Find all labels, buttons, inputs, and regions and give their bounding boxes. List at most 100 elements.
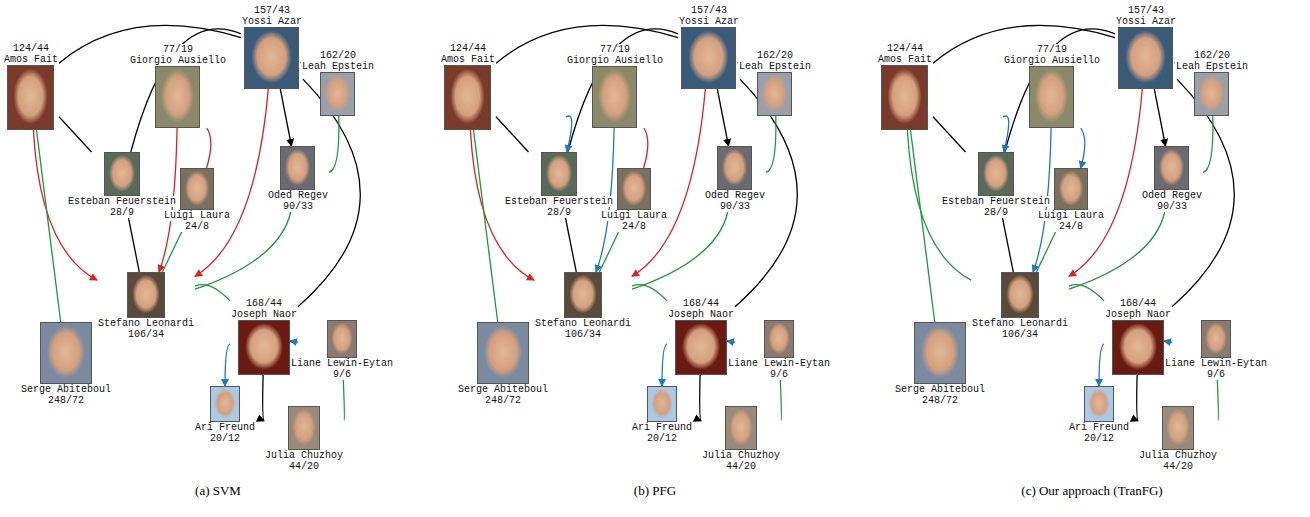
person-name: Serge Abiteboul: [457, 384, 549, 395]
person-name: Liane Lewin-Eytan: [290, 358, 394, 369]
person-name: Esteban Feuerstein: [67, 196, 177, 207]
person-node: 168/44Joseph Naor: [667, 298, 735, 375]
person-node: 162/20Leah Epstein: [1175, 50, 1249, 116]
paper-count: 106/34: [564, 329, 602, 340]
paper-count: 9/6: [332, 369, 352, 380]
relation-connector: [474, 130, 498, 322]
person-name: Luigi Laura: [600, 210, 668, 221]
paper-count: 44/20: [1162, 461, 1194, 472]
person-node: Julia Chuzhoy44/20: [1138, 406, 1218, 472]
relation-connector: [1217, 380, 1218, 421]
relation-connector: [37, 130, 61, 322]
relation-connector: [162, 232, 181, 272]
paper-count: 248/72: [47, 395, 85, 406]
person-name: Liane Lewin-Eytan: [1164, 358, 1268, 369]
person-node: 124/44Amos Fait: [440, 43, 496, 130]
person-name: Serge Abiteboul: [20, 384, 112, 395]
person-node: Stefano Leonardi106/34: [534, 272, 632, 340]
paper-count: 28/9: [109, 207, 135, 218]
panel-caption: (a) SVM: [195, 483, 241, 498]
person-name: Amos Fait: [440, 54, 496, 65]
person-name: Leah Epstein: [738, 61, 812, 72]
relation-connector: [1154, 89, 1165, 146]
portrait-photo: [764, 320, 794, 358]
relation-connector: [1099, 344, 1104, 386]
person-name: Stefano Leonardi: [971, 318, 1069, 329]
person-name: Giorgio Ausiello: [129, 55, 227, 66]
person-node: Esteban Feuerstein28/9: [67, 152, 177, 218]
relation-connector: [568, 29, 678, 152]
relation-connector: [263, 375, 264, 421]
portrait-photo: [244, 27, 299, 89]
paper-count: 20/12: [1083, 433, 1115, 444]
person-name: Esteban Feuerstein: [941, 196, 1051, 207]
person-node: Stefano Leonardi106/34: [971, 272, 1069, 340]
portrait-photo: [881, 65, 928, 130]
paper-count: 44/20: [725, 461, 757, 472]
portrait-photo: [444, 65, 491, 130]
portrait-photo: [541, 152, 577, 196]
portrait-photo: [210, 386, 240, 422]
person-name: Oded Regev: [704, 190, 766, 201]
relation-connector: [1069, 285, 1104, 301]
paper-count: 168/44: [245, 298, 283, 309]
person-name: Amos Fait: [877, 54, 933, 65]
person-node: Luigi Laura24/8: [163, 168, 231, 232]
relation-connector: [225, 344, 230, 386]
person-node: Liane Lewin-Eytan9/6: [290, 320, 394, 380]
relation-connector: [599, 232, 618, 272]
person-node: 157/43Yossi Azar: [241, 5, 303, 89]
relation-connector: [566, 218, 577, 272]
paper-count: 124/44: [449, 43, 487, 54]
person-node: Esteban Feuerstein28/9: [941, 152, 1051, 218]
person-name: Yossi Azar: [1115, 16, 1177, 27]
paper-count: 90/33: [1156, 201, 1188, 212]
person-node: Ari Freund20/12: [631, 386, 693, 444]
paper-count: 24/8: [1058, 221, 1084, 232]
relation-connector: [780, 380, 781, 421]
person-name: Julia Chuzhoy: [1138, 450, 1218, 461]
portrait-photo: [675, 320, 727, 375]
portrait-photo: [725, 406, 757, 450]
portrait-photo: [127, 272, 165, 318]
person-name: Ari Freund: [1068, 422, 1130, 433]
person-node: Julia Chuzhoy44/20: [701, 406, 781, 472]
relation-connector: [343, 380, 344, 421]
relation-connector: [1003, 218, 1014, 272]
person-node: Luigi Laura24/8: [1037, 168, 1105, 232]
relation-connector: [632, 285, 667, 301]
panel-caption: (b) PFG: [634, 483, 676, 498]
person-name: Oded Regev: [1141, 190, 1203, 201]
person-name: Esteban Feuerstein: [504, 196, 614, 207]
paper-count: 157/43: [690, 5, 728, 16]
relation-connector: [195, 285, 230, 301]
portrait-photo: [1054, 168, 1088, 210]
portrait-photo: [320, 72, 355, 116]
portrait-photo: [327, 320, 357, 358]
person-name: Giorgio Ausiello: [1003, 55, 1101, 66]
portrait-photo: [238, 320, 290, 375]
paper-count: 162/20: [1193, 50, 1231, 61]
paper-count: 20/12: [209, 433, 241, 444]
relation-connector: [700, 375, 701, 421]
paper-count: 168/44: [1119, 298, 1157, 309]
paper-count: 248/72: [484, 395, 522, 406]
portrait-photo: [1194, 72, 1229, 116]
person-node: 124/44Amos Fait: [877, 43, 933, 130]
portrait-photo: [1084, 386, 1114, 422]
paper-count: 157/43: [1127, 5, 1165, 16]
portrait-photo: [647, 386, 677, 422]
relation-connector: [644, 128, 648, 168]
portrait-photo: [757, 72, 792, 116]
relation-connector: [1005, 29, 1115, 152]
person-node: Serge Abiteboul248/72: [457, 322, 549, 406]
person-name: Oded Regev: [267, 190, 329, 201]
relation-connector: [911, 130, 935, 322]
paper-count: 90/33: [282, 201, 314, 212]
paper-count: 44/20: [288, 461, 320, 472]
relation-connector: [1137, 375, 1138, 421]
portrait-photo: [1029, 66, 1074, 128]
portrait-photo: [7, 65, 54, 130]
person-node: Oded Regev90/33: [704, 146, 766, 212]
paper-count: 162/20: [319, 50, 357, 61]
